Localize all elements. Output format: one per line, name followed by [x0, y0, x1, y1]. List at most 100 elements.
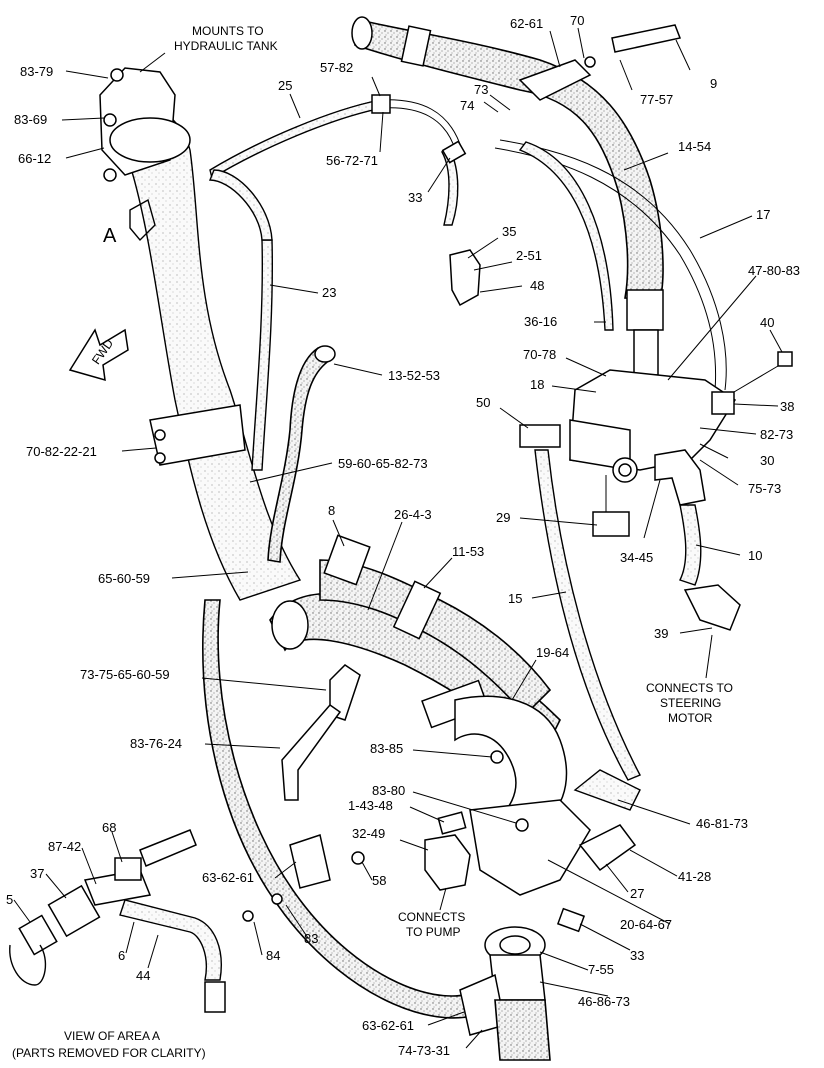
hose-13 [267, 346, 332, 563]
block-29 [592, 511, 630, 537]
hose-33-top [440, 149, 459, 226]
bracket-83-76-24 [281, 703, 342, 801]
callout-73: 73 [474, 82, 488, 97]
fwd-arrow [68, 328, 129, 382]
callout-83-85: 83-85 [370, 741, 403, 756]
detail-a-hose-44 [119, 899, 222, 981]
callout-17: 17 [756, 207, 770, 222]
callout-50: 50 [476, 395, 490, 410]
callout-66-12: 66-12 [18, 151, 51, 166]
callout-37: 37 [30, 866, 44, 881]
callout-83-79: 83-79 [20, 64, 53, 79]
callout-75-73: 75-73 [748, 481, 781, 496]
fitting-39 [683, 584, 741, 631]
callout-74-73-31: 74-73-31 [398, 1043, 450, 1058]
hose-26-end [271, 600, 309, 650]
hose-25-down [208, 169, 273, 241]
detail-a-hook [9, 944, 47, 986]
callout-46-81-73: 46-81-73 [696, 816, 748, 831]
callout-56-72-71: 56-72-71 [326, 153, 378, 168]
hose-14-lower-ferrule [626, 289, 664, 331]
callout-70-82-22-21: 70-82-22-21 [26, 444, 97, 459]
hose-11-53 [319, 559, 552, 717]
callout-34-45: 34-45 [620, 550, 653, 565]
callout-9: 9 [710, 76, 717, 91]
callout-35: 35 [502, 224, 516, 239]
fitting-57 [371, 94, 391, 114]
callout-62-61: 62-61 [510, 16, 543, 31]
note-steer-line-1: CONNECTS TO [646, 681, 733, 695]
elbow-34-45 [654, 449, 706, 506]
note-mounts-line-2: HYDRAULIC TANK [174, 39, 278, 53]
clamp-8 [323, 534, 371, 586]
valve-port-inner [618, 463, 632, 477]
bolt-3 [103, 168, 117, 182]
hose-bottom-right [494, 999, 551, 1061]
callout-59-60-65-82-73: 59-60-65-82-73 [338, 456, 428, 471]
callout-7-55: 7-55 [588, 962, 614, 977]
callout-83-76-24: 83-76-24 [130, 736, 182, 751]
callout-11-53: 11-53 [452, 544, 484, 559]
hose-10 [679, 504, 702, 586]
callout-74: 74 [460, 98, 474, 113]
callout-63-62-61-b: 63-62-61 [362, 1018, 414, 1033]
connector-32-49 [424, 834, 471, 891]
callout-40: 40 [760, 315, 774, 330]
callout-83: 83 [304, 931, 318, 946]
bolt-84 [242, 910, 254, 922]
callout-33-top: 33 [408, 190, 422, 205]
suction-tube [114, 103, 302, 601]
callout-5: 5 [6, 892, 13, 907]
callout-68: 68 [102, 820, 116, 835]
detail-a-fitting-37 [47, 884, 101, 938]
callout-33-bottom: 33 [630, 948, 644, 963]
callout-26-4-3: 26-4-3 [394, 507, 432, 522]
detail-a-fitting-68 [114, 857, 142, 881]
bracket-62 [518, 59, 592, 101]
callout-41-28: 41-28 [678, 869, 711, 884]
hose-14-end [351, 16, 373, 50]
clip-a [129, 198, 156, 242]
part-7-55-inner [499, 935, 531, 955]
note-steer-line-3: MOTOR [668, 711, 713, 725]
callout-10: 10 [748, 548, 762, 563]
callout-77-57: 77-57 [640, 92, 673, 107]
clamp-bolt-1 [154, 429, 166, 441]
note-view-area-a-2: (PARTS REMOVED FOR CLARITY) [12, 1046, 206, 1060]
washer-58 [351, 851, 365, 865]
drawing-geometry [9, 16, 793, 1061]
callout-46-86-73: 46-86-73 [578, 994, 630, 1009]
tube-clamp [149, 404, 246, 466]
hose-36-16 [518, 141, 614, 331]
callout-2-51: 2-51 [516, 248, 542, 263]
hose-23 [251, 239, 274, 471]
fitting-1-43 [437, 811, 467, 835]
bolt-9 [611, 24, 682, 53]
leader-lines [13, 27, 783, 1049]
callout-38: 38 [780, 399, 794, 414]
callout-39: 39 [654, 626, 668, 641]
callout-48: 48 [530, 278, 544, 293]
callout-6: 6 [118, 948, 125, 963]
callout-1-43-48: 1-43-48 [348, 798, 393, 813]
fitting-40 [777, 351, 793, 367]
washer-83 [271, 893, 283, 905]
note-pump-line-1: CONNECTS [398, 910, 465, 924]
callout-70-78: 70-78 [523, 347, 556, 362]
fitting-38 [711, 391, 735, 415]
hose-46-81 [573, 769, 641, 811]
callout-8: 8 [328, 503, 335, 518]
detail-a-fitting-44 [204, 981, 226, 1013]
pump-flange [469, 799, 591, 896]
bolt-2 [103, 113, 117, 127]
area-a-marker: A [103, 225, 117, 247]
hose-14-pipe [633, 329, 659, 376]
callout-84: 84 [266, 948, 280, 963]
callout-27: 27 [630, 886, 644, 901]
sleeve-11 [392, 580, 442, 640]
callout-32-49: 32-49 [352, 826, 385, 841]
clamp-bolt-2 [154, 452, 166, 464]
callout-44: 44 [136, 968, 150, 983]
callout-14-54: 14-54 [678, 139, 711, 154]
